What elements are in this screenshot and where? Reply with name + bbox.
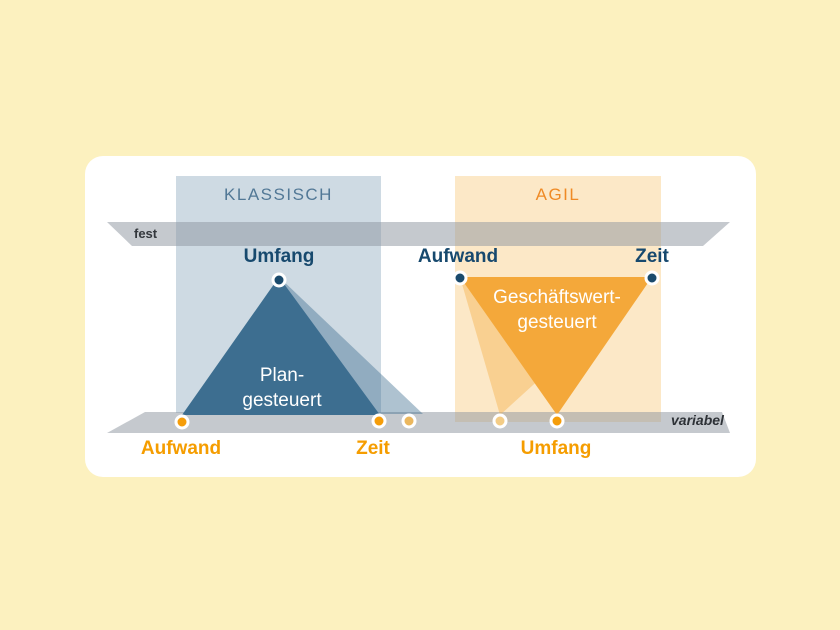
classic-header: KLASSISCH <box>224 185 333 204</box>
agile-triangle-caption: Geschäftswert- gesteuert <box>493 285 621 335</box>
classic-triangle-caption-line2: gesteuert <box>242 390 322 411</box>
agile-triangle-caption-line2: gesteuert <box>517 312 597 333</box>
agile-umfang-shadow-dot <box>492 413 508 429</box>
fixed-axis-label: fest <box>134 226 158 241</box>
classic-umfang-dot <box>271 272 287 288</box>
classic-triangle-caption: Plan- gesteuert <box>242 363 321 413</box>
agile-aufwand-label: Aufwand <box>417 246 499 267</box>
classic-aufwand-dot <box>174 414 190 430</box>
agile-zeit-label: Zeit <box>635 246 669 267</box>
classic-zeit-shadow-dot <box>401 413 417 429</box>
classic-zeit-label: Zeit <box>356 438 390 459</box>
classic-triangle-caption-line1: Plan- <box>259 364 305 386</box>
classic-umfang-label: Umfang <box>243 246 315 267</box>
variable-axis-label: variabel <box>671 412 724 428</box>
classic-zeit-dot <box>371 413 387 429</box>
agile-umfang-dot <box>549 413 565 429</box>
agile-zeit-dot <box>644 270 660 286</box>
fixed-axis-beam <box>107 222 730 246</box>
classic-aufwand-label: Aufwand <box>140 438 222 459</box>
variable-axis-beam <box>107 412 730 433</box>
agile-aufwand-dot <box>452 270 468 286</box>
agile-umfang-label: Umfang <box>520 438 592 459</box>
agile-header: AGIL <box>535 185 581 204</box>
agile-triangle-caption-line1: Geschäftswert- <box>493 286 621 308</box>
